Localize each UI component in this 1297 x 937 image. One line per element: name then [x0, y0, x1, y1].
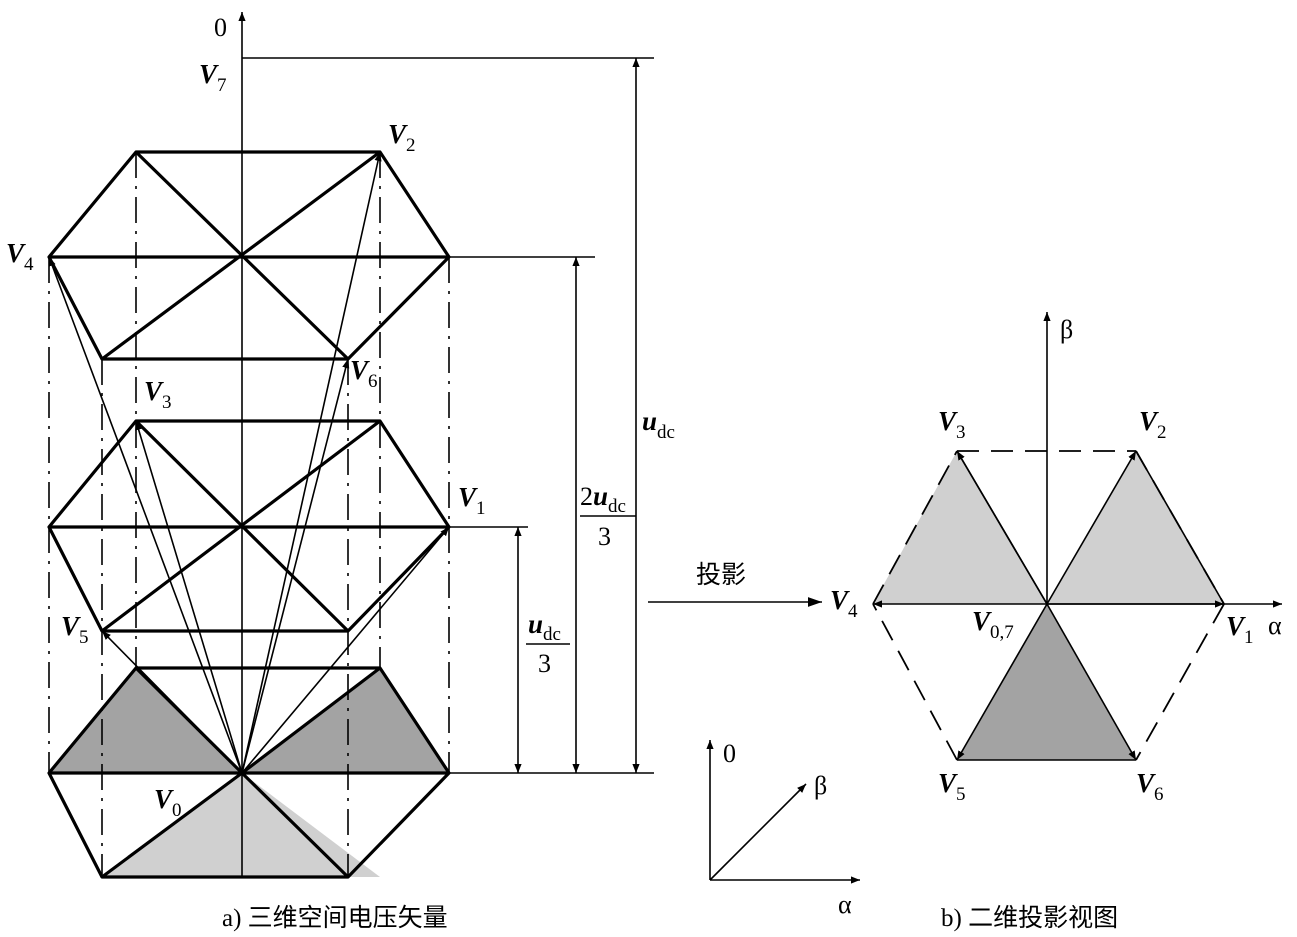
triangle-v1-v2 — [1047, 451, 1224, 604]
label-b-v3: V3 — [938, 406, 966, 443]
vector-b-v6 — [1046, 603, 1137, 761]
svg-text:udc: udc — [528, 609, 561, 645]
legend-beta-label: β — [814, 771, 827, 800]
triangle-v5-v6 — [957, 604, 1136, 760]
label-b-v07: V0,7 — [972, 606, 1014, 643]
vector-v3-arrow — [135, 420, 243, 774]
label-v3: V3 — [144, 376, 172, 413]
caption-b: b) 二维投影视图 — [941, 904, 1118, 932]
middle-hexagon — [47, 419, 451, 633]
alpha-label: α — [1268, 611, 1282, 640]
vector-b-v5 — [956, 603, 1048, 761]
vector-v6-arrow — [241, 358, 350, 774]
projection-label: 投影 — [696, 561, 746, 589]
label-v5: V5 — [61, 611, 89, 648]
legend-alpha-label: α — [838, 890, 852, 919]
svg-text:3: 3 — [538, 649, 551, 678]
label-b-v6: V6 — [1136, 768, 1164, 805]
vector-v5-arrow — [101, 630, 243, 774]
projection-arrow: 投影 — [648, 561, 822, 607]
vector-b-v3 — [956, 450, 1048, 605]
label-v6: V6 — [350, 355, 378, 392]
beta-label: β — [1060, 315, 1073, 344]
dim-two-thirds-label: 2udc 3 — [580, 481, 636, 551]
label-v4: V4 — [6, 238, 34, 275]
svg-text:3: 3 — [598, 522, 611, 551]
label-b-v1: V1 — [1226, 611, 1254, 648]
bottom-face-dark-left — [49, 668, 242, 773]
bottom-face-light — [102, 773, 380, 877]
caption-a: a) 三维空间电压矢量 — [222, 904, 448, 932]
axes-legend: 0 β α — [706, 739, 860, 919]
label-v7: V7 — [199, 59, 227, 96]
vector-v4-arrow — [48, 256, 243, 774]
label-v0: V0 — [154, 784, 182, 821]
panel-a-3d-view: 0 V7 V2 V4 V6 V3 V1 V5 V0 udc 2udc 3 udc… — [6, 12, 675, 932]
label-v1: V1 — [458, 482, 486, 519]
label-b-v2: V2 — [1139, 406, 1167, 443]
vector-v2-arrow — [241, 151, 382, 774]
dim-udc-label: udc — [642, 406, 675, 443]
triangle-v3-v4 — [873, 451, 1047, 604]
vertical-dashdot-edges — [48, 152, 450, 877]
label-b-v5: V5 — [938, 768, 966, 805]
dim-one-third-label: udc 3 — [526, 609, 570, 678]
svg-text:2udc: 2udc — [580, 481, 626, 517]
label-b-v4: V4 — [830, 585, 858, 622]
bottom-face-dark-right — [242, 668, 449, 773]
label-v2: V2 — [388, 119, 416, 156]
vector-b-v2 — [1046, 450, 1137, 605]
panel-b-2d-view: β α V3 V2 V4 V0,7 V1 V5 V6 b) 二维投影视图 — [830, 312, 1282, 932]
zero-axis-label: 0 — [214, 13, 227, 42]
vector-v1-arrow — [241, 526, 450, 774]
vectors-from-origin — [48, 151, 450, 774]
top-hexagon — [47, 150, 451, 361]
legend-zero-label: 0 — [723, 739, 736, 768]
